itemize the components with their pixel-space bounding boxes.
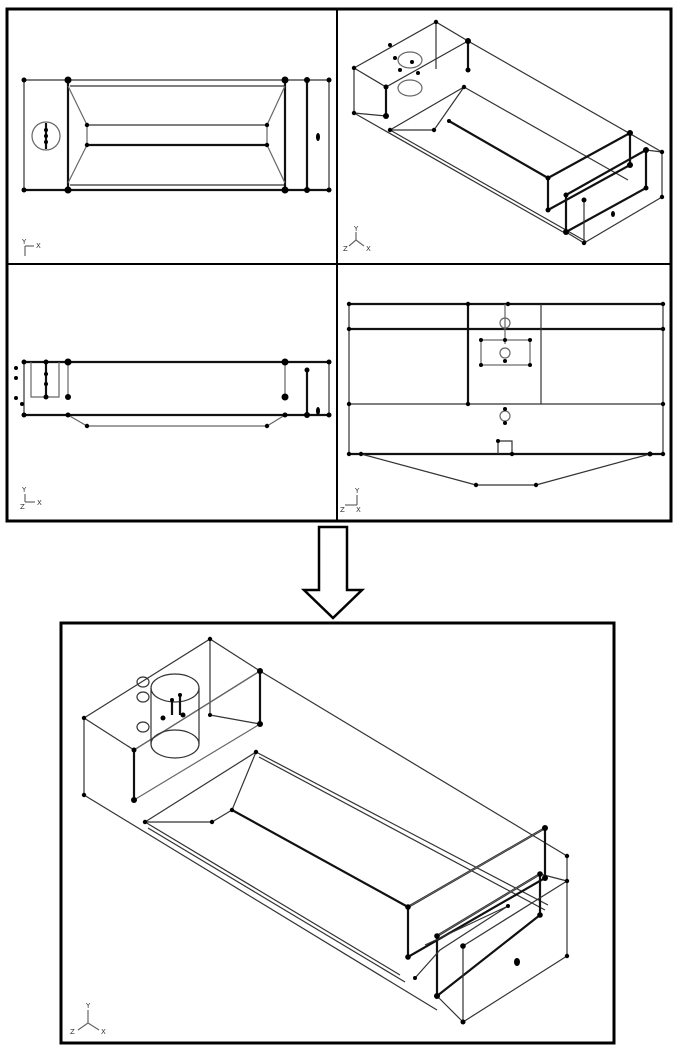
result-frame [59,621,616,1045]
axis-label-y: Y [21,238,27,246]
top-view: Y X [21,76,332,256]
axis-triad: Y X [21,238,41,256]
side-view: Y Z X [340,301,666,514]
front-view: Y Z X [14,358,332,511]
axis-label-z: Z [343,245,348,253]
axis-triad: Y Z X [20,486,42,511]
axis-label-x: X [36,242,41,250]
axis-label-z: Z [340,506,345,514]
axis-label-y: Y [85,1002,91,1010]
views-grid [5,7,673,523]
axis-label-x: X [356,506,361,514]
axis-label-z: Z [20,503,25,511]
axis-triad: Y Z X [340,487,361,514]
axis-label-z: Z [70,1028,75,1036]
axis-label-x: X [366,245,371,253]
combined-isometric-model: Y Z X [59,621,616,1045]
axis-label-y: Y [354,487,360,495]
axis-label-x: X [37,499,42,507]
axis-triad: Y Z X [343,225,371,253]
axis-label-y: Y [21,486,27,494]
isometric-view: Y Z X [343,19,665,253]
axis-label-y: Y [353,225,359,233]
down-arrow-icon [300,525,366,620]
axis-label-x: X [101,1028,106,1036]
axis-triad: Y Z X [70,1002,106,1036]
